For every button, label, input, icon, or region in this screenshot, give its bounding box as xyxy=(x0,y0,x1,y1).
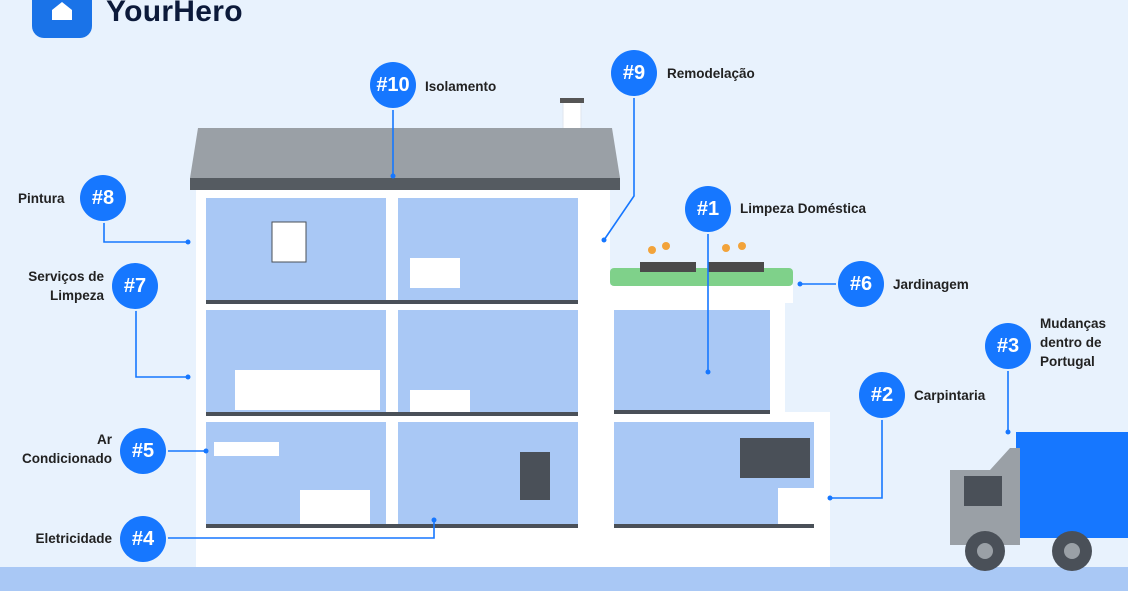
service-badge-8: #8 xyxy=(80,175,126,221)
service-label-6: Jardinagem xyxy=(893,277,969,292)
service-badge-3: #3 xyxy=(985,323,1031,369)
service-label-4: Eletricidade xyxy=(35,531,112,546)
service-badge-7: #7 xyxy=(112,263,158,309)
service-badge-5: #5 xyxy=(120,428,166,474)
service-label-3: Mudanças dentro de Portugal xyxy=(1040,316,1107,369)
service-badge-10: #10 xyxy=(370,62,416,108)
service-label-1: Limpeza Doméstica xyxy=(740,201,867,216)
brand-name: YourHero xyxy=(106,0,243,28)
service-badge-1: #1 xyxy=(685,186,731,232)
service-badge-9: #9 xyxy=(611,50,657,96)
service-badge-4: #4 xyxy=(120,516,166,562)
service-label-9: Remodelação xyxy=(667,66,755,81)
service-label-7: Serviços de Limpeza xyxy=(28,269,104,303)
service-badge-2: #2 xyxy=(859,372,905,418)
service-label-8: Pintura xyxy=(18,191,65,206)
service-label-10: Isolamento xyxy=(425,79,497,94)
house-logo-icon xyxy=(32,0,92,38)
brand-logo: YourHero xyxy=(32,0,243,38)
service-badge-6: #6 xyxy=(838,261,884,307)
service-label-5: Ar Condicionado xyxy=(22,432,112,466)
service-label-2: Carpintaria xyxy=(914,388,986,403)
